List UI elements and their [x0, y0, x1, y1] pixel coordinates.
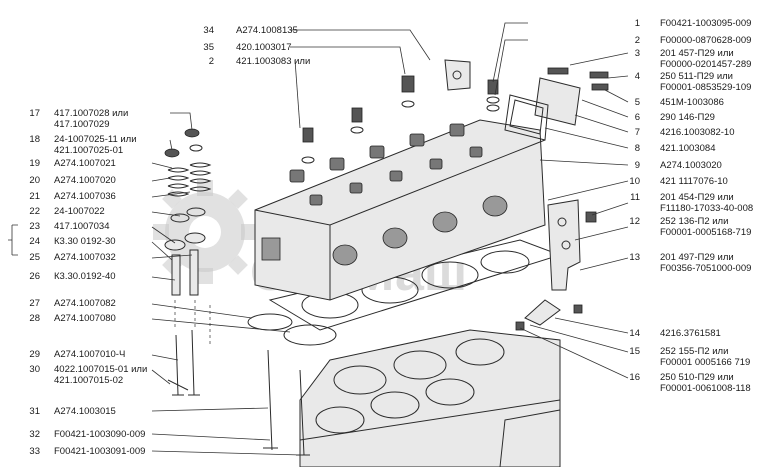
callout-number: 30	[29, 364, 40, 375]
part-number-alt: 421.1007015-02	[54, 375, 123, 386]
part-number-alt: 417.1007029	[54, 119, 109, 130]
callout-number: 9	[635, 160, 640, 171]
part-number: 421.1003083 или	[236, 56, 310, 67]
part-number: 4216.3761581	[660, 328, 721, 339]
part-number: F00421-1003095-009	[660, 18, 751, 29]
callout-number: 29	[29, 349, 40, 360]
callout-number: 2	[209, 56, 214, 67]
part-number: 451М-1003086	[660, 97, 724, 108]
part-number: 421.1003084	[660, 143, 715, 154]
lifting-eye	[444, 59, 471, 91]
part-number: 420.1003017	[236, 42, 291, 53]
part-number: А274.1007036	[54, 191, 116, 202]
callout-number: 24	[29, 236, 40, 247]
part-number: F00000-0870628-009	[660, 35, 751, 46]
callout-number: 26	[29, 271, 40, 282]
part-number-alt: F00000-0201457-289	[660, 59, 751, 70]
callout-number: 28	[29, 313, 40, 324]
part-number: 252 136-П2 или	[660, 216, 728, 227]
part-number: 290 146-П29	[660, 112, 715, 123]
part-number: 24-1007022	[54, 206, 105, 217]
part-number: А274.1007032	[54, 252, 116, 263]
cover-plate	[504, 67, 609, 141]
part-number: 421 1117076-10	[660, 176, 728, 187]
part-number: А274.1007010-Ч	[54, 349, 125, 360]
part-number: А274.1008135	[236, 25, 298, 36]
part-number: А274.1007021	[54, 158, 116, 169]
valve-train	[164, 128, 310, 456]
part-number: 201 454-П29 или	[660, 192, 734, 203]
right-bracket	[515, 199, 597, 331]
leader-lines	[151, 22, 629, 456]
part-number: К3.30.0192-40	[54, 271, 116, 282]
part-number: 4022.1007015-01 или	[54, 364, 147, 375]
callout-number: 35	[203, 42, 214, 53]
part-number: 250 511-П29 или	[660, 71, 733, 82]
callout-number: 23	[29, 221, 40, 232]
part-number: 252 155-П2 или	[660, 346, 728, 357]
part-number: 4216.1003082-10	[660, 127, 735, 138]
callout-number: 18	[29, 134, 40, 145]
callout-number: 19	[29, 158, 40, 169]
callout-number: 10	[629, 176, 640, 187]
part-number: А274.1007082	[54, 298, 116, 309]
callout-number: 22	[29, 206, 40, 217]
callout-number: 31	[29, 406, 40, 417]
part-number-alt: 421.1007025-01	[54, 145, 123, 156]
part-number: F00421-1003091-009	[54, 446, 145, 457]
seal-ring	[247, 313, 293, 331]
callout-number: 14	[629, 328, 640, 339]
part-number: А274.1007020	[54, 175, 116, 186]
callout-number: 15	[629, 346, 640, 357]
callout-number: 17	[29, 108, 40, 119]
part-number: А274.1003020	[660, 160, 722, 171]
callout-number: 4	[635, 71, 640, 82]
callout-number: 21	[29, 191, 40, 202]
part-number-alt: F00001-0853529-109	[660, 82, 751, 93]
part-number-alt: F00001-0061008-118	[660, 383, 751, 394]
part-number-alt: F00001-0005168-719	[660, 227, 751, 238]
group-bracket	[8, 224, 18, 256]
callout-number: 1	[635, 18, 640, 29]
part-number: 417.1007028 или	[54, 108, 128, 119]
callout-number: 20	[29, 175, 40, 186]
part-number: А274.1007080	[54, 313, 116, 324]
part-number: 24-1007025-11 или	[54, 134, 137, 145]
part-number: 250 510-П29 или	[660, 372, 734, 383]
callout-number: 12	[629, 216, 640, 227]
callout-number: 33	[29, 446, 40, 457]
callout-number: 32	[29, 429, 40, 440]
part-number: 417.1007034	[54, 221, 109, 232]
callout-number: 27	[29, 298, 40, 309]
engine-block	[299, 329, 561, 468]
callout-number: 6	[635, 112, 640, 123]
part-number-alt: F00356-7051000-009	[660, 263, 751, 274]
part-number-alt: F00001 0005166 719	[660, 357, 750, 368]
callout-number: 2	[635, 35, 640, 46]
callout-number: 8	[635, 143, 640, 154]
callout-number: 5	[635, 97, 640, 108]
callout-number: 16	[629, 372, 640, 383]
watermark-gear-icon	[153, 180, 257, 284]
callout-number: 25	[29, 252, 40, 263]
part-number-alt: F11180-17033-40-008	[660, 203, 753, 214]
part-number: К3.30 0192-30	[54, 236, 116, 247]
callout-number: 34	[203, 25, 214, 36]
callout-number: 7	[635, 127, 640, 138]
cylinder-head	[254, 119, 546, 301]
callout-number: 3	[635, 48, 640, 59]
callout-number: 11	[630, 192, 640, 203]
part-number: F00421-1003090-009	[54, 429, 145, 440]
part-number: 201 497-П29 или	[660, 252, 734, 263]
head-bolts	[301, 75, 500, 164]
callout-number: 13	[629, 252, 640, 263]
part-number: А274.1003015	[54, 406, 116, 417]
part-number: 201 457-П29 или	[660, 48, 734, 59]
